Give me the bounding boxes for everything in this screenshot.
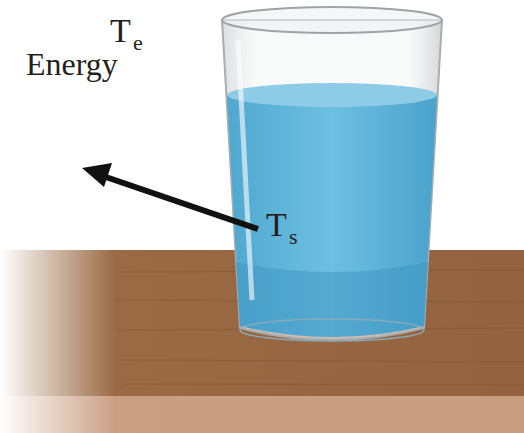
- energy-label: Energy: [26, 48, 118, 80]
- glass-highlight: [238, 40, 252, 300]
- temperature-symbol: T: [266, 208, 287, 242]
- temperature-symbol: T: [110, 14, 131, 48]
- subscript: s: [289, 226, 298, 248]
- water: [227, 95, 437, 337]
- water-surface: [227, 83, 437, 107]
- energy-arrow: [100, 175, 258, 229]
- arrow-head: [82, 163, 112, 187]
- water-bottom: [236, 262, 428, 337]
- table-top: [0, 250, 524, 396]
- glass-base: [240, 319, 424, 341]
- subscript: e: [133, 32, 143, 54]
- table-edge: [0, 396, 524, 433]
- glass-body: [222, 20, 442, 340]
- glass-rim: [222, 7, 442, 33]
